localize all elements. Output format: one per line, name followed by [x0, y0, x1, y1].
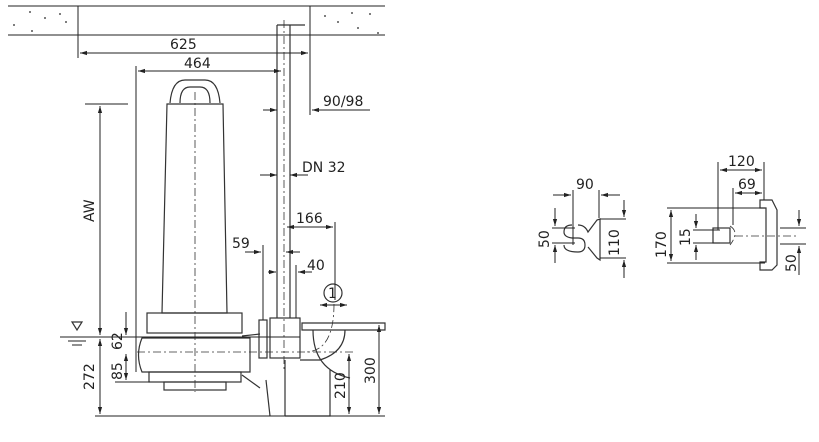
base-detail: [667, 162, 806, 275]
callout-label: 1: [328, 286, 337, 302]
dim-300: 300: [363, 357, 379, 384]
ceiling-slab: [8, 5, 385, 36]
dim-625: 625: [170, 37, 197, 53]
dim-40: 40: [307, 258, 325, 274]
dim-210: 210: [333, 372, 349, 399]
dim-170: 170: [654, 231, 670, 258]
dim-110: 110: [607, 229, 623, 256]
dim-272: 272: [82, 363, 98, 390]
dim-aw: AW: [82, 199, 98, 222]
dim-90-98: 90/98: [323, 94, 363, 110]
dim-15: 15: [678, 228, 694, 246]
discharge-elbow: [258, 283, 386, 417]
dim-166: 166: [296, 211, 323, 227]
callout-circle: [323, 283, 343, 303]
guide-pipe: [276, 20, 305, 370]
dim-464: 464: [184, 56, 211, 72]
pump-body: [137, 79, 355, 392]
bracket-detail: [552, 190, 627, 278]
dim-50-right: 50: [784, 254, 800, 272]
dim-120: 120: [728, 154, 755, 170]
dim-90: 90: [576, 177, 594, 193]
dimension-lines: [77, 35, 382, 414]
water-level-symbol: [60, 321, 300, 346]
dim-50-left: 50: [537, 230, 553, 248]
dim-dn32: DN 32: [302, 160, 346, 176]
dim-85: 85: [110, 362, 126, 380]
dim-69: 69: [738, 177, 756, 193]
dim-62: 62: [110, 332, 126, 350]
dim-59: 59: [232, 236, 250, 252]
